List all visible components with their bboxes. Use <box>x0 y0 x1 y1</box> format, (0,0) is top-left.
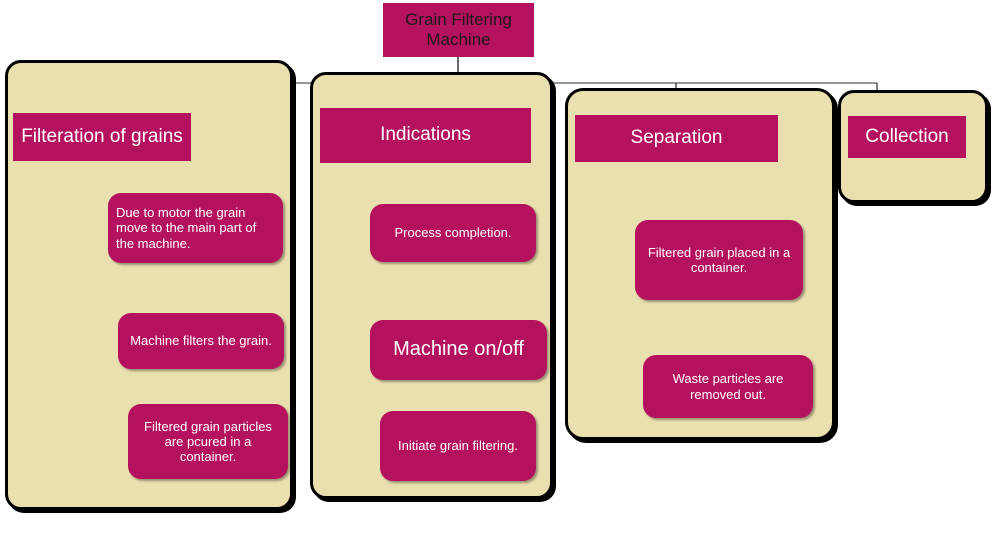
header-collection[interactable]: Collection <box>848 116 966 158</box>
diagram-title: Grain Filtering Machine <box>383 3 534 57</box>
header-filteration-of-grains[interactable]: Filteration of grains <box>13 113 191 161</box>
node-machine-filters-grain[interactable]: Machine filters the grain. <box>118 313 284 369</box>
node-filtered-grain-poured[interactable]: Filtered grain particles are pcured in a… <box>128 404 288 479</box>
node-machine-on-off[interactable]: Machine on/off <box>370 320 547 380</box>
node-process-completion[interactable]: Process completion. <box>370 204 536 262</box>
node-filtered-grain-placed-in-container[interactable]: Filtered grain placed in a container. <box>635 220 803 300</box>
node-waste-particles-removed[interactable]: Waste particles are removed out. <box>643 355 813 418</box>
header-indications[interactable]: Indications <box>320 108 531 163</box>
node-initiate-grain-filtering[interactable]: Initiate grain filtering. <box>380 411 536 481</box>
node-motor-moves-grain[interactable]: Due to motor the grain move to the main … <box>108 193 283 263</box>
header-separation[interactable]: Separation <box>575 115 778 162</box>
